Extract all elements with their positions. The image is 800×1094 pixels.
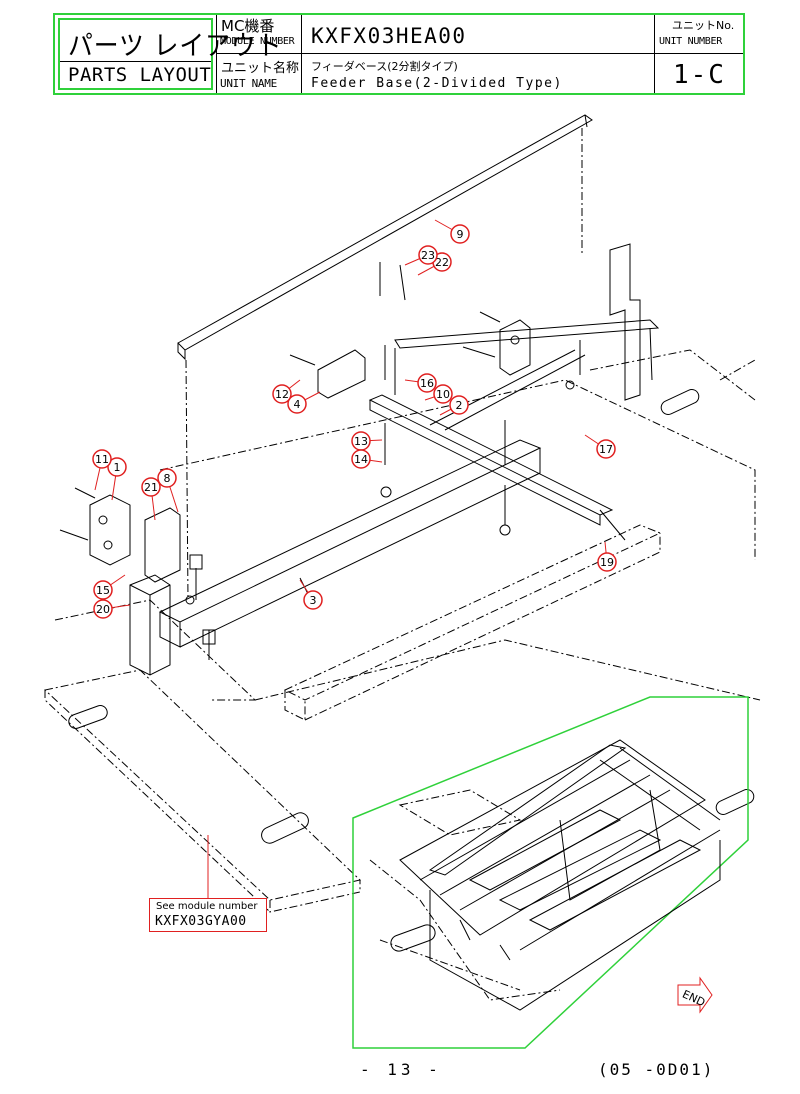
block-part-4 [317, 349, 366, 399]
jp-title: パーツ レイアウト [68, 31, 283, 62]
unit-number: 1-C [673, 60, 726, 90]
callout-label-21: 21 [144, 481, 158, 494]
callout-circle-1 [107, 457, 127, 477]
callout-label-19: 19 [600, 556, 614, 569]
cross-beam [368, 319, 660, 526]
module-reference-label: See module number [156, 901, 258, 912]
callout-label-23: 23 [421, 249, 435, 262]
callout-circle-3 [303, 590, 323, 610]
callout-circle-10 [433, 384, 453, 404]
callout-circle-4 [287, 394, 307, 414]
callout-circle-8 [157, 468, 177, 488]
block-right-upper [499, 319, 531, 376]
callout-label-2: 2 [456, 399, 463, 412]
inset-machine-view [352, 696, 749, 1049]
callout-circle-17 [596, 439, 616, 459]
plate-part-21 [144, 507, 181, 583]
callout-circle-16 [417, 373, 437, 393]
bracket-right [609, 243, 641, 401]
document-code: (05 -0D01) [598, 1060, 715, 1079]
module-reference-code: KXFX03GYA00 [155, 914, 247, 929]
callout-circle-19 [597, 552, 617, 572]
unit-name-label-jp: ユニット名称 [221, 61, 300, 76]
bracket-part-20 [129, 574, 171, 676]
callout-circle-15 [93, 580, 113, 600]
callout-label-12: 12 [275, 388, 289, 401]
callout-label-16: 16 [420, 377, 434, 390]
callout-label-8: 8 [164, 472, 171, 485]
callout-label-1: 1 [114, 461, 121, 474]
callout-circle-11 [92, 449, 112, 469]
callout-circle-2 [449, 395, 469, 415]
callout-label-3: 3 [310, 594, 317, 607]
unit-name-en: Feeder Base(2-Divided Type) [311, 76, 563, 91]
callout-circle-14 [351, 449, 371, 469]
block-part-1 [89, 494, 131, 566]
title-block: パーツ レイアウト PARTS LAYOUT MC機番 MODULE NUMBE… [53, 13, 745, 95]
unit-name-label-en: UNIT NAME [220, 77, 277, 90]
callout-label-10: 10 [436, 388, 450, 401]
unit-label-jp: ユニットNo. [672, 19, 735, 32]
callout-label-9: 9 [457, 228, 464, 241]
callout-circle-21 [141, 477, 161, 497]
callout-label-20: 20 [96, 603, 110, 616]
unit-label-en: UNIT NUMBER [659, 36, 722, 47]
callout-circle-9 [450, 224, 470, 244]
callout-circle-20 [93, 599, 113, 619]
callout-label-11: 11 [95, 453, 109, 466]
callout-label-13: 13 [354, 435, 368, 448]
module-label-en: MODULE NUMBER [220, 36, 295, 47]
callout-label-22: 22 [435, 256, 449, 269]
unit-name-jp: フィーダベース(2分割タイプ) [311, 60, 458, 73]
module-reference-box: See module number KXFX03GYA00 [149, 898, 267, 932]
callout-label-15: 15 [96, 584, 110, 597]
callout-label-4: 4 [294, 398, 301, 411]
callout-circle-23 [418, 245, 438, 265]
end-marker: END [680, 988, 707, 1010]
en-title: PARTS LAYOUT [68, 64, 212, 86]
module-number: KXFX03HEA00 [311, 24, 467, 48]
module-label-jp: MC機番 [221, 17, 275, 35]
callout-label-14: 14 [354, 453, 368, 466]
fasteners [59, 262, 626, 660]
callout-label-17: 17 [599, 443, 613, 456]
parts-layout-title-cell: パーツ レイアウト PARTS LAYOUT [58, 18, 281, 90]
callout-circle-12 [272, 384, 292, 404]
page-number: - 13 - [360, 1060, 442, 1079]
base-plate-outline [43, 349, 761, 1001]
rail-part-9 [177, 114, 593, 601]
